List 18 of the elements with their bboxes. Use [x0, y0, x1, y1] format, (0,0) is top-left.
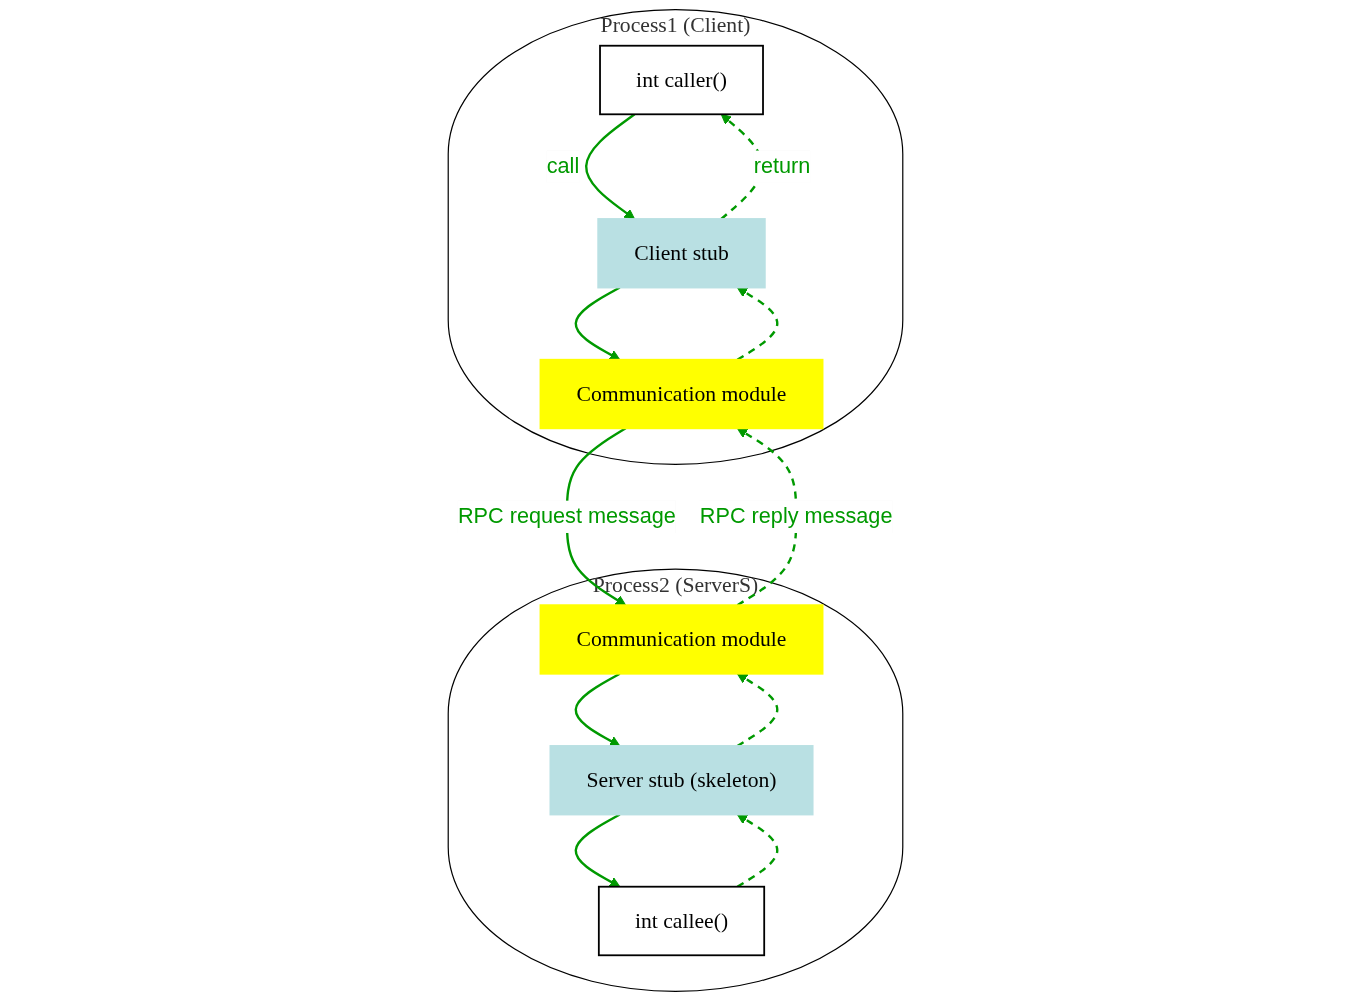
node-box: Server stub (skeleton): [549, 745, 814, 816]
arrow: [574, 286, 621, 361]
edge-label: RPC reply message: [699, 504, 893, 529]
node-box: Communication module: [539, 604, 824, 675]
arrow: [736, 427, 798, 607]
edge-label: RPC request message: [457, 504, 676, 529]
edge-label: return: [753, 154, 811, 179]
arrow: [574, 672, 621, 747]
node-box: Communication module: [539, 358, 824, 430]
edge-label: call: [546, 154, 580, 179]
node-box: int callee(): [597, 885, 766, 957]
arrow: [585, 113, 636, 220]
arrow: [736, 287, 779, 361]
node-box: Client stub: [597, 218, 766, 289]
arrow: [736, 814, 779, 888]
node-box: int caller(): [599, 44, 764, 116]
arrow: [736, 673, 779, 747]
arrow: [574, 813, 621, 888]
